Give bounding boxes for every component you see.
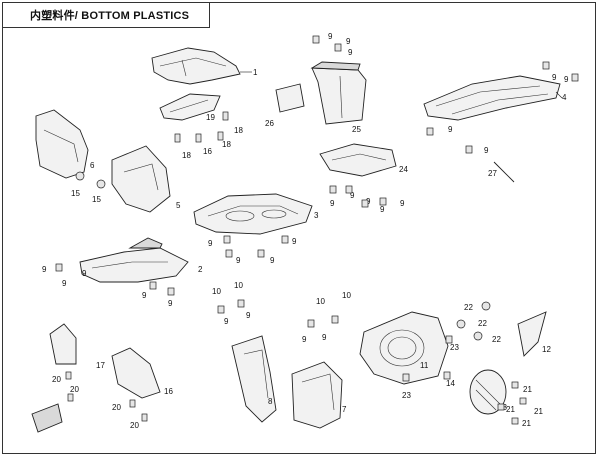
callout-10a: 10 bbox=[212, 287, 221, 296]
callout-9-f2: 9 bbox=[62, 279, 67, 288]
part-11-cvt-cover[interactable]: 11 23 23 bbox=[359, 311, 459, 400]
bolts-9-front[interactable]: 9 9 9 9 9 bbox=[42, 263, 175, 308]
bolts-9-rear[interactable]: 9 9 9 9 bbox=[426, 61, 579, 155]
callout-21b: 21 bbox=[534, 407, 543, 416]
callout-16a: 16 bbox=[203, 147, 212, 156]
callout-9-c4: 9 bbox=[380, 205, 385, 214]
callout-25: 25 bbox=[352, 125, 361, 134]
callout-14: 14 bbox=[446, 379, 455, 388]
callout-9-f5: 9 bbox=[168, 299, 173, 308]
part-17-bracket[interactable]: 17 20 20 bbox=[49, 323, 105, 402]
callout-9-rear1: 9 bbox=[552, 73, 557, 82]
callout-24: 24 bbox=[399, 165, 408, 174]
bolts-9-top[interactable]: 9 9 9 bbox=[312, 32, 353, 57]
callout-9-l2: 9 bbox=[246, 311, 251, 320]
part-16-panel[interactable]: 16 20 20 bbox=[111, 347, 173, 430]
washer-15[interactable]: 15 15 bbox=[71, 171, 106, 204]
part-1-front-cover[interactable]: 1 bbox=[151, 47, 258, 85]
callout-19: 19 bbox=[206, 113, 215, 122]
callout-26: 26 bbox=[265, 119, 274, 128]
callout-1: 1 bbox=[253, 68, 258, 77]
bolt-group-18-16[interactable]: 18 18 16 18 bbox=[174, 111, 243, 160]
part-24-center-plate[interactable]: 24 bbox=[319, 143, 408, 177]
callout-9-f3: 9 bbox=[82, 269, 87, 278]
callout-3: 3 bbox=[314, 211, 319, 220]
callout-7: 7 bbox=[342, 405, 347, 414]
callout-9-c5: 9 bbox=[400, 199, 405, 208]
callout-20b: 20 bbox=[70, 385, 79, 394]
callout-10d: 10 bbox=[342, 291, 351, 300]
callout-23b: 23 bbox=[450, 343, 459, 352]
bolts-10-9-left[interactable]: 10 10 9 9 bbox=[212, 281, 251, 326]
callout-27: 27 bbox=[488, 169, 497, 178]
callout-9-l1: 9 bbox=[224, 317, 229, 326]
callout-21c: 21 bbox=[506, 405, 515, 414]
callout-4: 4 bbox=[562, 93, 567, 102]
callout-23a: 23 bbox=[402, 391, 411, 400]
callout-15b: 15 bbox=[92, 195, 101, 204]
callout-9-m4: 9 bbox=[292, 237, 297, 246]
callout-21a: 21 bbox=[523, 385, 532, 394]
callout-18b: 18 bbox=[182, 151, 191, 160]
bolts-10-9-right[interactable]: 10 10 9 9 bbox=[302, 291, 351, 344]
callout-9-top3: 9 bbox=[348, 48, 353, 57]
part-2-front-skid[interactable]: 2 bbox=[79, 237, 203, 283]
callout-20c: 20 bbox=[112, 403, 121, 412]
part-19-bracket[interactable]: 19 bbox=[159, 93, 221, 122]
bolts-9-center[interactable]: 9 9 9 9 9 bbox=[329, 185, 405, 214]
callout-20d: 20 bbox=[130, 421, 139, 430]
callout-9-rear3: 9 bbox=[448, 125, 453, 134]
callout-9-top1: 9 bbox=[328, 32, 333, 41]
fasteners-22[interactable]: 22 22 22 bbox=[456, 301, 501, 344]
callout-9-f4: 9 bbox=[142, 291, 147, 300]
page-title: 内塑料件/ BOTTOM PLASTICS bbox=[30, 9, 190, 22]
drawing-frame bbox=[2, 2, 596, 454]
callout-9-r2: 9 bbox=[322, 333, 327, 342]
callout-9-m3: 9 bbox=[270, 256, 275, 265]
callout-17: 17 bbox=[96, 361, 105, 370]
callout-22b: 22 bbox=[478, 319, 487, 328]
callout-18c: 18 bbox=[222, 140, 231, 149]
part-3-main-skid-plate[interactable]: 3 bbox=[193, 193, 319, 235]
part-8-side-guard[interactable]: 8 bbox=[231, 335, 277, 423]
part-4-rear-skid-plate[interactable]: 4 bbox=[423, 75, 567, 121]
callout-5: 5 bbox=[176, 201, 181, 210]
callout-9-f1: 9 bbox=[42, 265, 47, 274]
part-6-side-cover[interactable]: 6 bbox=[35, 109, 95, 179]
callout-9-rear4: 9 bbox=[484, 146, 489, 155]
callout-9-rear2: 9 bbox=[564, 75, 569, 84]
callout-18a: 18 bbox=[234, 126, 243, 135]
part-25-storage-box[interactable]: 25 bbox=[310, 61, 367, 134]
callout-21d: 21 bbox=[522, 419, 531, 428]
callout-22c: 22 bbox=[492, 335, 501, 344]
bolts-9-main[interactable]: 9 9 9 9 bbox=[208, 235, 297, 265]
callout-2: 2 bbox=[198, 265, 203, 274]
callout-16: 16 bbox=[164, 387, 173, 396]
callout-20a: 20 bbox=[52, 375, 61, 384]
callout-10c: 10 bbox=[316, 297, 325, 306]
callout-9-r1: 9 bbox=[302, 335, 307, 344]
callout-9-c1: 9 bbox=[330, 199, 335, 208]
part-7-side-guard[interactable]: 7 bbox=[291, 361, 347, 429]
callout-11: 11 bbox=[420, 361, 429, 370]
part-12-duct[interactable]: 12 bbox=[517, 311, 551, 357]
callout-10b: 10 bbox=[234, 281, 243, 290]
callout-8: 8 bbox=[268, 397, 273, 406]
callout-9-top2: 9 bbox=[346, 37, 351, 46]
title-block: 内塑料件/ BOTTOM PLASTICS bbox=[2, 2, 210, 28]
reflector-decal[interactable] bbox=[31, 403, 63, 433]
part-27-rod[interactable]: 27 bbox=[488, 161, 515, 183]
bolts-21[interactable]: 21 21 21 21 bbox=[497, 381, 543, 428]
callout-15a: 15 bbox=[71, 189, 80, 198]
callout-9-m1: 9 bbox=[208, 239, 213, 248]
callout-6: 6 bbox=[90, 161, 95, 170]
callout-9-c2: 9 bbox=[350, 191, 355, 200]
callout-9-c3: 9 bbox=[366, 197, 371, 206]
part-26-sticker[interactable]: 26 bbox=[265, 83, 305, 128]
callout-12: 12 bbox=[542, 345, 551, 354]
callout-9-m2: 9 bbox=[236, 256, 241, 265]
part-5-side-panel[interactable]: 5 bbox=[111, 145, 181, 213]
callout-22a: 22 bbox=[464, 303, 473, 312]
